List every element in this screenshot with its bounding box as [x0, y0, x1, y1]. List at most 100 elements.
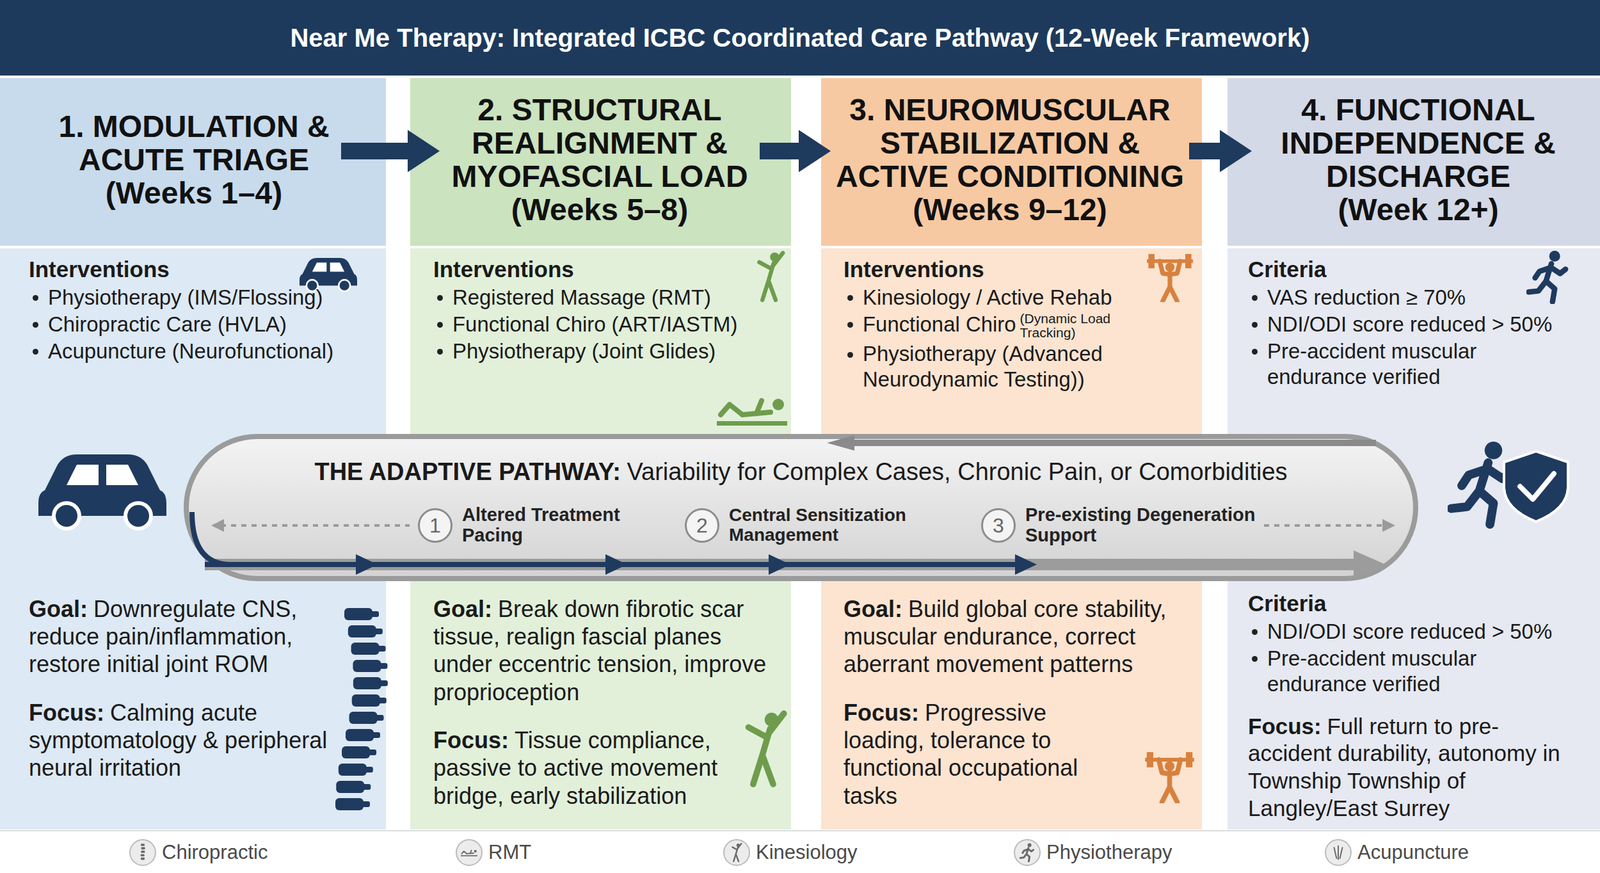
spine-icon: [344, 608, 373, 621]
legend-text: Physiotherapy: [1046, 840, 1172, 864]
callout-number: 2: [696, 513, 708, 538]
text-row: NDI/ODI score reduced > 50%: [1248, 311, 1581, 338]
legend-icon: [1334, 846, 1343, 860]
node-text: (Dynamic Load Tracking): [1020, 311, 1142, 340]
goal-focus-panel: Goal:Build global core stability, muscul…: [843, 595, 1193, 810]
legend-icon: [455, 838, 484, 867]
spine-icon: [361, 784, 371, 790]
spine-icon: [338, 763, 367, 776]
legend-text: Acupuncture: [1357, 840, 1469, 864]
node-text: Registered Massage (RMT): [452, 285, 712, 310]
return-loop-arrow: [826, 435, 1376, 451]
text-row: NDI/ODI score reduced > 50%: [1248, 618, 1581, 645]
lying-figure-icon: [716, 398, 788, 426]
text-row: Physiotherapy (Advanced Neurodynamic Tes…: [843, 341, 1193, 393]
node-text: 1. MODULATION & ACUTE TRIAGE: [58, 109, 329, 177]
column-header-band: [821, 78, 1202, 246]
weightlifter-icon: [1144, 752, 1195, 802]
text-row: Pre-accident muscular endurance verified: [1248, 645, 1581, 697]
progress-track-arrow: [355, 554, 1037, 575]
node-text: Acupuncture (Neurofunctional): [48, 339, 334, 363]
legend-text: Kinesiology: [755, 840, 858, 864]
title-bar: [0, 0, 1600, 76]
node-text: 2. STRUCTURAL REALIGNMENT & MYOFASCIAL L…: [451, 92, 748, 194]
text-row: Physiotherapy (IMS/Flossing): [28, 284, 375, 311]
node-text: VAS reduction ≥ 70%: [1267, 285, 1466, 310]
node-text: (Week 12+): [1337, 192, 1499, 227]
text-row: (Weeks 5–8): [439, 193, 760, 227]
text-row: Central Sensitization Management: [728, 505, 979, 546]
text-row: 3: [983, 510, 1014, 541]
text-row: Physiotherapy (Joint Glides): [433, 338, 779, 365]
text-row: Registered Massage (RMT): [433, 284, 779, 311]
label-text: Goal:: [28, 595, 88, 623]
node-text: NDI/ODI score reduced > 50%: [1267, 312, 1552, 336]
legend-icon: [129, 839, 156, 866]
diagram-title: Near Me Therapy: Integrated ICBC Coordin…: [0, 0, 1600, 76]
legend-icon: [1013, 838, 1042, 867]
criteria-panel: CriteriaVAS reduction ≥ 70%NDI/ODI score…: [1248, 256, 1581, 390]
node-text: (Weeks 1–4): [105, 176, 283, 210]
spine-icon: [378, 680, 388, 687]
phase-header: 3. NEUROMUSCULAR STABILIZATION & ACTIVE …: [830, 93, 1190, 226]
return-loop-arrow: [826, 435, 855, 451]
phase-header: 1. MODULATION & ACUTE TRIAGE(Weeks 1–4): [46, 110, 342, 210]
runner-icon: [1451, 250, 1567, 525]
phase-arrow: [759, 142, 799, 160]
text-row: Criteria: [1248, 590, 1581, 618]
column-body-band: [0, 830, 1600, 832]
text-row: Focus:Tissue compliance, passive to acti…: [433, 726, 735, 810]
label-text: Focus:: [843, 699, 920, 726]
legend-icon: [1325, 839, 1352, 866]
interventions-panel: InterventionsKinesiology / Active RehabF…: [843, 256, 1193, 393]
text-row: Functional Chiro(Dynamic Load Tracking): [843, 311, 1193, 340]
legend-item: Chiropractic: [128, 838, 268, 867]
text-row: Goal:Downregulate CNS, reduce pain/infla…: [28, 595, 330, 679]
callout-number-circle: 3Pre-existing Degeneration Support: [981, 508, 1016, 543]
interventions-panel: InterventionsRegistered Massage (RMT)Fun…: [433, 256, 779, 365]
spine-icon: [371, 732, 381, 738]
text-row: Altered Treatment Pacing: [462, 504, 655, 546]
legend-icon: [456, 839, 482, 866]
text-row: Interventions: [28, 256, 375, 284]
spine-icon: [352, 659, 381, 672]
node-text: 3. NEUROMUSCULAR STABILIZATION & ACTIVE …: [835, 92, 1184, 194]
text-row: (Weeks 1–4): [46, 176, 342, 210]
lying-figure-icon: [716, 398, 788, 426]
goal-focus-panel: Goal:Downregulate CNS, reduce pain/infla…: [28, 595, 330, 783]
text-row: Chiropractic Care (HVLA): [28, 311, 375, 338]
progress-track-arrow: [204, 558, 1357, 571]
legend-icon: [128, 838, 157, 867]
phase-header: 2. STRUCTURAL REALIGNMENT & MYOFASCIAL L…: [439, 93, 760, 226]
legend-icon: [732, 843, 742, 862]
callout-number-circle: 2Central Sensitization Management: [684, 508, 720, 543]
phase-arrow: [1189, 142, 1220, 160]
spine-icon: [351, 642, 380, 655]
dotted-range-line: [211, 519, 224, 532]
node-text: Kinesiology / Active Rehab: [862, 285, 1112, 310]
label-text: Goal:: [433, 595, 493, 623]
label-text: THE ADAPTIVE PATHWAY:: [314, 458, 621, 486]
title-bar: [0, 0, 1600, 76]
car-icon: [38, 454, 167, 529]
callout-number: 3: [992, 513, 1005, 538]
progress-track-arrow: [1353, 550, 1386, 579]
node-text: (Weeks 9–12): [912, 192, 1107, 227]
spine-icon: [353, 677, 382, 690]
node-text: Pre-existing Degeneration Support: [1025, 504, 1256, 546]
spine-icon: [335, 798, 364, 811]
legend-icon: [1020, 843, 1033, 862]
node-text: Physiotherapy (IMS/Flossing): [48, 285, 324, 310]
node-text: 4. FUNCTIONAL INDEPENDENCE & DISCHARGE: [1280, 92, 1556, 194]
label-text: Focus:: [1248, 713, 1322, 739]
spine-icon: [367, 749, 377, 756]
node-text: Pre-accident muscular endurance verified: [1267, 646, 1477, 696]
stretch-figure-icon: [759, 252, 783, 300]
text-row: Goal:Break down fibrotic scar tissue, re…: [433, 595, 783, 706]
text-row: THE ADAPTIVE PATHWAY:Variability for Com…: [188, 458, 1414, 486]
dotted-range-line: [1264, 524, 1386, 527]
node-text: (Weeks 5–8): [511, 192, 689, 227]
spine-icon: [336, 780, 365, 793]
legend-icon: [140, 843, 146, 860]
label-text: Focus:: [433, 727, 509, 754]
